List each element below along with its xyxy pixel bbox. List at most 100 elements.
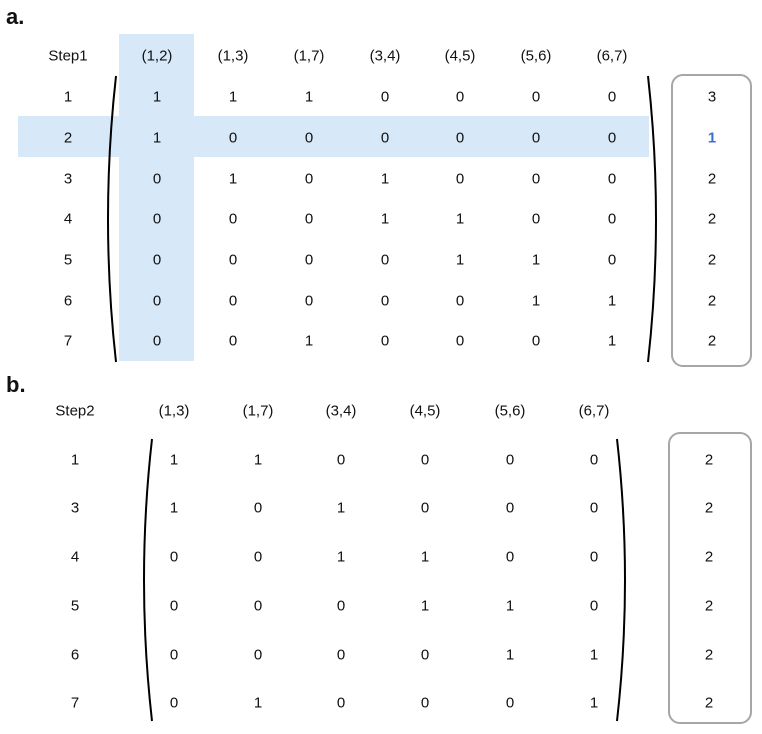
matrix-cell: 1 <box>304 332 314 350</box>
matrix-cell: 0 <box>531 210 541 228</box>
column-header: (1,7) <box>293 47 325 65</box>
matrix-cell: 1 <box>455 251 465 269</box>
matrix-cell: 1 <box>589 646 599 664</box>
matrix-cell: 0 <box>228 332 238 350</box>
matrix-cell: 0 <box>169 597 179 615</box>
matrix-cell: 1 <box>152 129 162 147</box>
matrix-cell: 0 <box>607 210 617 228</box>
column-header: (3,4) <box>325 402 357 420</box>
matrix-cell: 0 <box>505 694 515 712</box>
matrix-cell: 1 <box>253 694 263 712</box>
degree-value: 2 <box>704 646 714 664</box>
degree-value: 2 <box>704 597 714 615</box>
matrix-cell: 1 <box>531 292 541 310</box>
matrix-cell: 0 <box>169 646 179 664</box>
matrix-cell: 1 <box>228 170 238 188</box>
matrix-cell: 0 <box>228 210 238 228</box>
matrix-cell: 0 <box>589 597 599 615</box>
matrix-cell: 0 <box>304 251 314 269</box>
column-header: (6,7) <box>578 402 610 420</box>
degree-value: 2 <box>707 332 717 350</box>
matrix-cell: 1 <box>455 210 465 228</box>
matrix-cell: 0 <box>228 292 238 310</box>
column-header: (4,5) <box>409 402 441 420</box>
degree-value: 3 <box>707 88 717 106</box>
row-label: 2 <box>63 129 73 147</box>
degree-value: 2 <box>707 210 717 228</box>
matrix-cell: 0 <box>505 499 515 517</box>
row-label: 4 <box>70 548 80 566</box>
matrix-cell: 1 <box>380 170 390 188</box>
row-label: 5 <box>70 597 80 615</box>
degree-value: 2 <box>707 170 717 188</box>
matrix-cell: 0 <box>304 170 314 188</box>
step-label: Step2 <box>55 402 95 420</box>
matrix-cell: 1 <box>420 597 430 615</box>
matrix-cell: 1 <box>589 694 599 712</box>
matrix-cell: 0 <box>253 646 263 664</box>
matrix-cell: 1 <box>607 332 617 350</box>
degree-value: 2 <box>707 292 717 310</box>
degree-vector-box <box>668 432 752 724</box>
matrix-cell: 0 <box>253 597 263 615</box>
matrix-cell: 0 <box>607 88 617 106</box>
matrix-cell: 0 <box>531 129 541 147</box>
matrix-cell: 0 <box>455 292 465 310</box>
matrix-cell: 0 <box>607 251 617 269</box>
matrix-cell: 0 <box>304 210 314 228</box>
matrix-cell: 0 <box>152 332 162 350</box>
row-label: 6 <box>63 292 73 310</box>
matrix-cell: 1 <box>336 499 346 517</box>
column-header: (1,3) <box>158 402 190 420</box>
matrix-cell: 1 <box>380 210 390 228</box>
panel-b-label: b. <box>6 372 26 397</box>
matrix-cell: 0 <box>420 499 430 517</box>
matrix-cell: 0 <box>531 88 541 106</box>
left-parenthesis <box>143 438 153 722</box>
row-label: 7 <box>70 694 80 712</box>
matrix-cell: 1 <box>169 499 179 517</box>
matrix-cell: 0 <box>380 251 390 269</box>
right-parenthesis <box>616 438 626 722</box>
column-header: (1,3) <box>217 47 249 65</box>
matrix-cell: 0 <box>455 88 465 106</box>
matrix-cell: 1 <box>420 548 430 566</box>
degree-value: 2 <box>704 451 714 469</box>
left-parenthesis <box>107 75 117 363</box>
matrix-cell: 0 <box>152 170 162 188</box>
matrix-cell: 0 <box>607 129 617 147</box>
matrix-cell: 0 <box>505 451 515 469</box>
matrix-cell: 0 <box>420 451 430 469</box>
matrix-cell: 0 <box>304 292 314 310</box>
matrix-cell: 1 <box>169 451 179 469</box>
matrix-cell: 1 <box>531 251 541 269</box>
matrix-cell: 0 <box>152 210 162 228</box>
row-label: 3 <box>63 170 73 188</box>
column-header: (5,6) <box>520 47 552 65</box>
matrix-cell: 1 <box>505 646 515 664</box>
matrix-cell: 0 <box>336 646 346 664</box>
matrix-cell: 0 <box>336 451 346 469</box>
matrix-cell: 1 <box>253 451 263 469</box>
matrix-cell: 0 <box>380 332 390 350</box>
matrix-cell: 0 <box>455 129 465 147</box>
matrix-cell: 0 <box>531 332 541 350</box>
matrix-cell: 1 <box>607 292 617 310</box>
row-label: 7 <box>63 332 73 350</box>
matrix-cell: 0 <box>253 499 263 517</box>
matrix-cell: 0 <box>336 694 346 712</box>
column-header: (1,7) <box>242 402 274 420</box>
degree-value: 1 <box>707 129 717 147</box>
matrix-cell: 0 <box>169 694 179 712</box>
row-label: 6 <box>70 646 80 664</box>
column-header: (4,5) <box>444 47 476 65</box>
right-parenthesis <box>647 75 657 363</box>
column-header: (5,6) <box>494 402 526 420</box>
matrix-cell: 0 <box>589 451 599 469</box>
matrix-cell: 0 <box>169 548 179 566</box>
matrix-cell: 0 <box>152 251 162 269</box>
matrix-cell: 0 <box>228 251 238 269</box>
matrix-cell: 1 <box>505 597 515 615</box>
row-label: 4 <box>63 210 73 228</box>
matrix-cell: 0 <box>455 170 465 188</box>
